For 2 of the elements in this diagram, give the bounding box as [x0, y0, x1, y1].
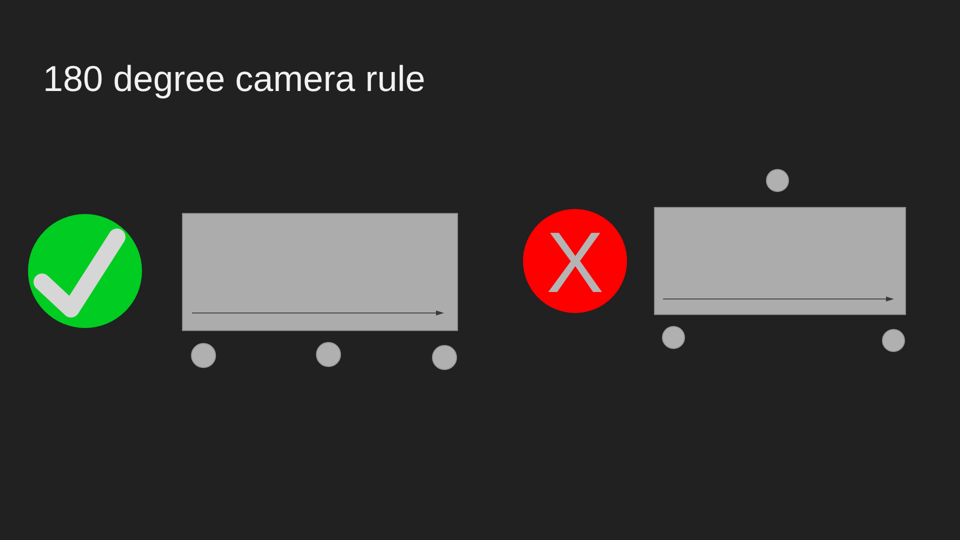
title: 180 degree camera rule [43, 61, 426, 97]
cross-letter: X [546, 220, 604, 306]
